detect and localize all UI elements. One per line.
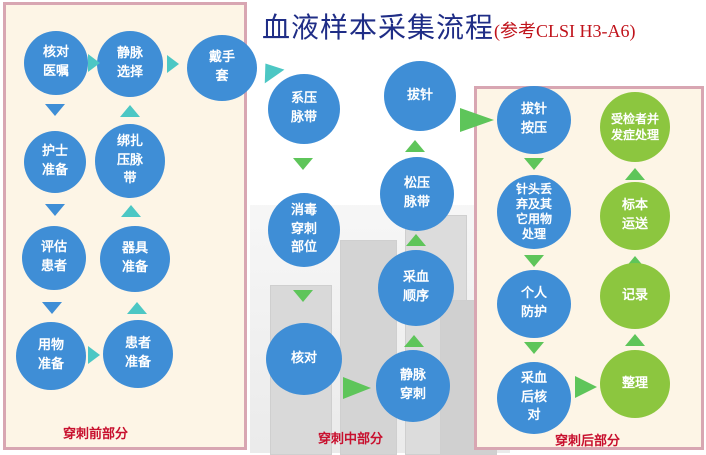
node-doctor-order: 核对 医嘱 [24, 31, 88, 95]
node-draw-order: 采血 顺序 [378, 250, 454, 326]
section-label-pre: 穿刺前部分 [63, 427, 129, 442]
node-supplies-prep: 用物 准备 [16, 322, 86, 390]
node-discard-needle: 针头丢 弃及其 它用物 处理 [497, 175, 571, 249]
section-label-post: 穿刺后部分 [555, 434, 621, 449]
arrow-up [127, 302, 147, 314]
node-tourniquet-bind: 绑扎 压脉 带 [95, 124, 165, 198]
arrow-down [42, 302, 62, 314]
arrow-up [404, 335, 424, 347]
arrow-down [45, 204, 65, 216]
section-label-mid: 穿刺中部分 [318, 432, 384, 447]
node-disinfect: 消毒 穿刺 部位 [268, 193, 340, 267]
node-reaction-handle: 受检者并 发症处理 [600, 92, 670, 162]
arrow-right [88, 54, 100, 72]
arrow-right [460, 108, 494, 132]
title-reference: (参考CLSI H3-A6) [494, 21, 636, 41]
arrow-up [405, 140, 425, 152]
node-withdraw-press: 拔针 按压 [497, 86, 571, 154]
node-verify: 核对 [266, 323, 342, 395]
arrow-up [625, 334, 645, 346]
node-self-protect: 个人 防护 [497, 270, 571, 338]
node-gloves: 戴手 套 [187, 35, 257, 101]
node-record: 记录 [600, 263, 670, 329]
node-tidy: 整理 [600, 350, 670, 418]
arrow-down [524, 342, 544, 354]
arrow-up [120, 105, 140, 117]
arrow-down [45, 104, 65, 116]
arrow-diagonal [255, 56, 285, 84]
arrow-right [167, 55, 179, 73]
arrow-right [88, 346, 100, 364]
arrow-up [121, 205, 141, 217]
node-post-verify: 采血 后核 对 [497, 362, 571, 434]
arrow-up [625, 168, 645, 180]
title-main: 血液样本采集流程 [262, 11, 495, 44]
arrow-down [293, 158, 313, 170]
node-select-vein: 静脉 选择 [97, 31, 163, 97]
diagram-title: 血液样本采集流程(参考CLSI H3-A6) [262, 6, 636, 46]
node-nurse-prep: 护士 准备 [24, 131, 86, 193]
node-assess-patient: 评估 患者 [22, 226, 86, 290]
arrow-down [293, 290, 313, 302]
node-loosen-tourniquet: 松压 脉带 [380, 157, 454, 231]
arrow-up [406, 234, 426, 246]
arrow-right [575, 376, 597, 398]
node-specimen-transport: 标本 运送 [600, 182, 670, 250]
node-withdraw-needle: 拔针 [384, 61, 456, 131]
node-tourniquet-apply: 系压 脉带 [268, 74, 340, 144]
arrow-right [343, 377, 371, 399]
node-equip-prep: 器具 准备 [100, 226, 170, 292]
node-venipuncture: 静脉 穿刺 [376, 350, 450, 422]
arrow-down [524, 255, 544, 267]
node-patient-prep: 患者 准备 [103, 320, 173, 388]
arrow-down [524, 158, 544, 170]
